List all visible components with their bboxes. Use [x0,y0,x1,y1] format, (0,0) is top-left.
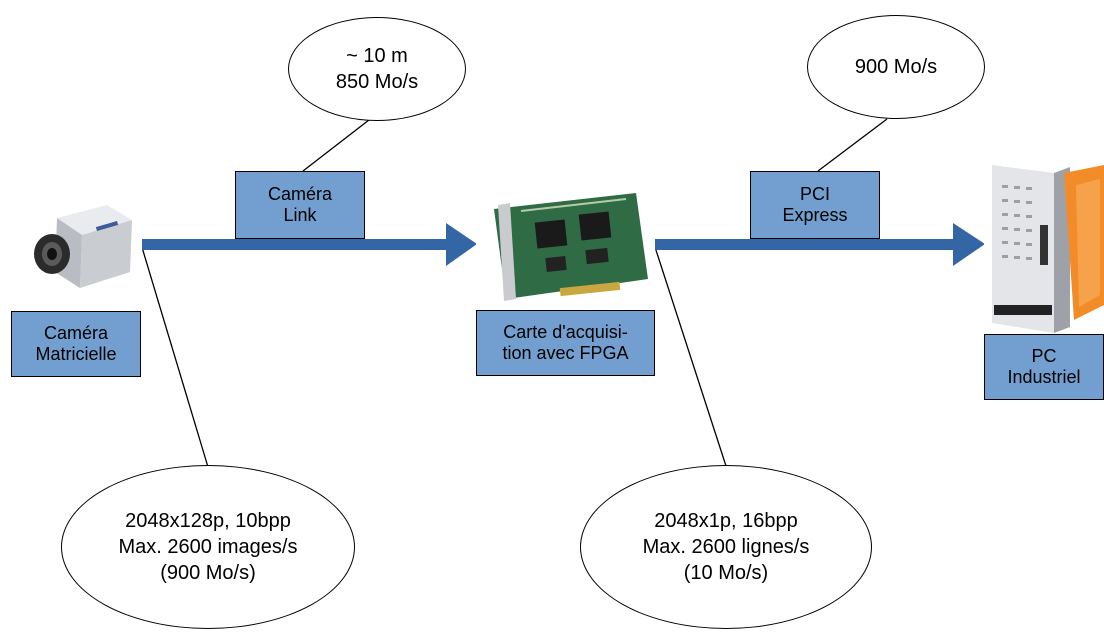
camera-spec-callout: 2048x128p, 10bpp Max. 2600 images/s (900… [61,465,355,629]
camera-link-box: Caméra Link [235,171,365,239]
leader-camera-link [302,112,379,172]
arrow-shaft-2 [654,239,956,250]
card-label: Carte d'acquisi- tion avec FPGA [476,310,655,376]
camera-link-spec-callout: ~ 10 m 850 Mo/s [288,17,466,121]
industrial-pc-icon [992,165,1104,333]
card-image [476,181,655,309]
pci-express-box: PCI Express [750,171,880,239]
arrowhead-2 [953,223,985,266]
camera-image [12,180,142,308]
card-spec-callout: 2048x1p, 16bpp Max. 2600 lignes/s (10 Mo… [580,465,872,629]
arrowhead-1 [446,223,477,266]
leader-pci-express [817,118,888,172]
leader-card-spec [653,243,727,467]
pc-label: PC Industriel [984,334,1104,400]
arrow-shaft-1 [141,239,448,250]
pc-image [984,155,1104,335]
camera-label: Caméra Matricielle [11,311,141,377]
leader-camera-spec [140,243,209,468]
camera-icon [34,205,132,288]
pci-express-spec-callout: 900 Mo/s [807,15,985,119]
fpga-card-icon [494,193,648,301]
